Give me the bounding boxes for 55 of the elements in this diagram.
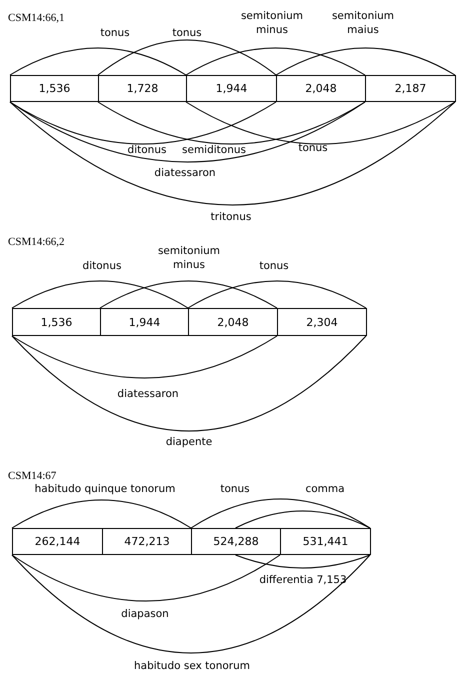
interval-arc (98, 102, 366, 144)
value-box: 1,536 (10, 75, 99, 102)
edge-label: differentia 7,153 (259, 573, 347, 587)
edge-label: tonus (100, 26, 130, 40)
interval-arc (10, 102, 366, 162)
interval-arc (12, 500, 192, 528)
interval-arc (10, 102, 456, 206)
value-box: 472,213 (102, 528, 192, 555)
interval-arc (188, 280, 366, 308)
edge-label: diapason (121, 607, 169, 621)
interval-arc (186, 48, 366, 76)
interval-arc (276, 48, 456, 76)
value-box: 262,144 (12, 528, 103, 555)
interval-arc (235, 510, 370, 528)
edge-label: habitudo sex tonorum (134, 659, 250, 673)
value-box: 531,441 (280, 528, 371, 555)
value-box: 1,728 (98, 75, 187, 102)
value-box: 1,944 (186, 75, 277, 102)
interval-arc (12, 280, 188, 308)
edge-label: tonus (259, 259, 289, 273)
interval-arc (100, 280, 278, 308)
value-box: 2,304 (277, 308, 367, 336)
interval-arc (12, 336, 278, 378)
interval-arc (12, 554, 280, 602)
value-box: 2,187 (365, 75, 456, 102)
interval-arc (190, 498, 370, 528)
value-box: 1,536 (12, 308, 101, 336)
edge-label: tonus (298, 141, 328, 155)
edge-label: diapente (166, 435, 212, 449)
edge-label: ditonus (82, 259, 122, 273)
edge-label: semitonium maius (330, 9, 396, 37)
value-box: 2,048 (276, 75, 366, 102)
edge-label: diatessaron (154, 166, 216, 180)
edge-label: diatessaron (117, 387, 179, 401)
edge-label: ditonus (128, 143, 166, 157)
edge-label: semitonium minus (240, 9, 304, 37)
edge-label: tritonus (210, 210, 252, 224)
figure-heading: CSM14:67 (8, 470, 56, 482)
interval-arc (98, 40, 276, 76)
interval-arc (10, 48, 186, 76)
edge-label: tonus (220, 482, 250, 496)
value-box: 1,944 (100, 308, 189, 336)
value-box: 524,288 (191, 528, 281, 555)
interval-arc (186, 102, 456, 144)
interval-arc (12, 336, 366, 432)
value-box: 2,048 (188, 308, 278, 336)
edge-label: comma (305, 482, 345, 496)
interval-arc (12, 554, 370, 654)
edge-label: tonus (172, 26, 202, 40)
interval-arc (235, 554, 370, 568)
edge-label: semiditonus (182, 143, 246, 157)
figure-heading: CSM14:66,2 (8, 236, 65, 248)
edge-label: semitonium minus (156, 244, 222, 272)
figure-heading: CSM14:66,1 (8, 12, 65, 24)
edge-label: habitudo quinque tonorum (34, 482, 176, 496)
